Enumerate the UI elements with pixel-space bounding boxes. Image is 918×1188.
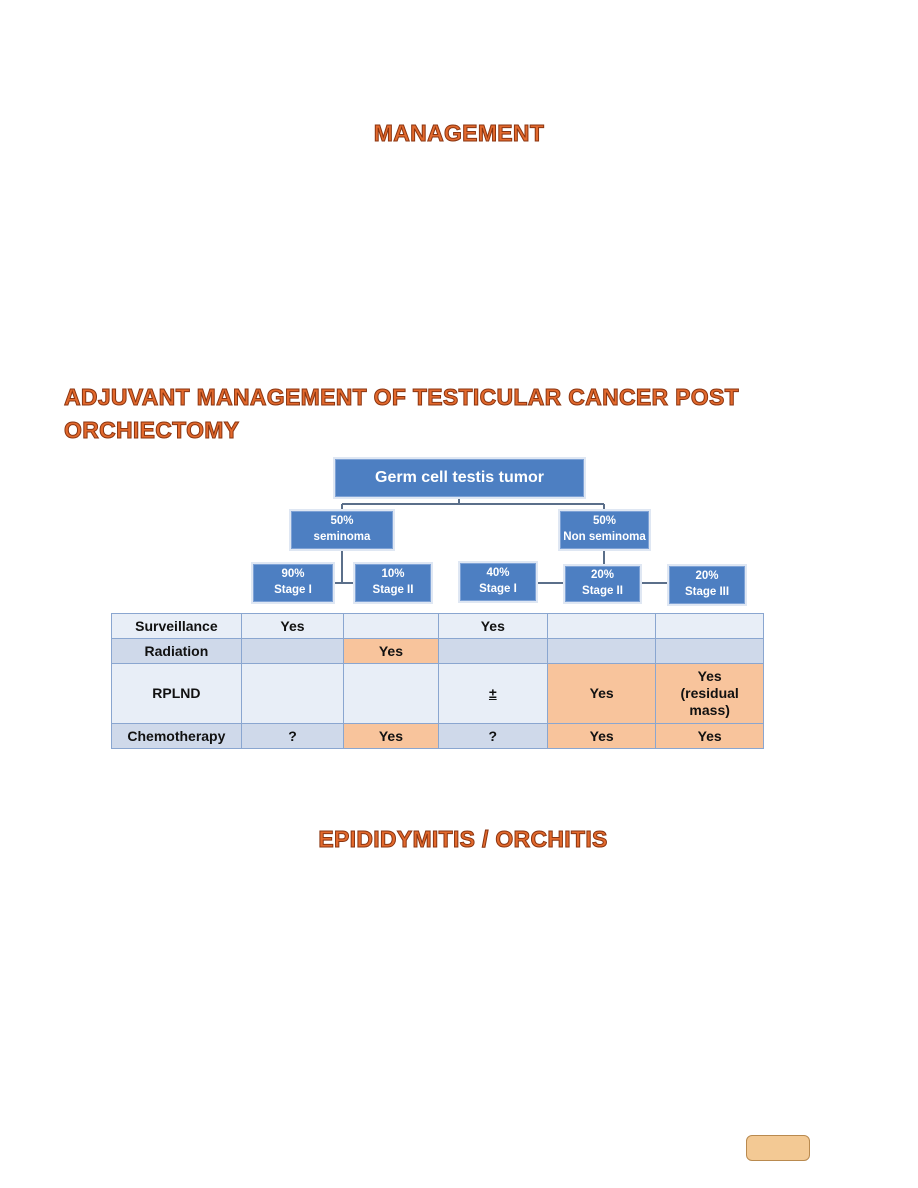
table-cell: Yes [240,613,345,639]
nonseminoma-stage1-box: 40% Stage I [458,561,538,603]
nonseminoma-stage1-pct: 40% [486,567,510,580]
table-cell-highlighted: Yes [546,663,657,724]
seminoma-stage2-pct: 10% [381,568,405,581]
management-heading: MANAGEMENT [373,120,545,147]
table-cell [343,613,439,639]
table-cell-highlighted: Yes (residual mass) [655,663,764,724]
row-label: RPLND [111,663,242,724]
table-cell: ± [437,663,548,724]
seminoma-stage1-box: 90% Stage I [251,562,335,604]
seminoma-pct: 50% [330,515,354,528]
table-cell [437,638,548,664]
seminoma-stage2-box: 10% Stage II [353,562,433,604]
table-row-surveillance: Surveillance Yes Yes [111,613,764,639]
nonseminoma-stage2-label: Stage II [582,585,623,597]
germ-cell-tumor-label: Germ cell testis tumor [375,469,544,487]
nonseminoma-box: 50% Non seminoma [558,509,651,551]
table-cell-highlighted: Yes [546,723,657,749]
table-cell [546,613,657,639]
nonseminoma-stage3-box: 20% Stage III [667,564,747,606]
row-label: Surveillance [111,613,242,639]
adjuvant-management-table: Surveillance Yes Yes Radiation Yes RPLND… [111,613,764,749]
table-row-rplnd: RPLND ± Yes Yes (residual mass) [111,663,764,724]
nonseminoma-stage2-box: 20% Stage II [563,564,642,604]
table-cell [240,638,345,664]
epididymitis-orchitis-heading: EPIDIDYMITIS / ORCHITIS [318,826,608,853]
germ-cell-tumor-box: Germ cell testis tumor [333,457,586,499]
nonseminoma-stage3-label: Stage III [684,586,730,598]
table-cell [343,663,439,724]
nonseminoma-label: Non seminoma [563,531,646,543]
nonseminoma-stage2-pct: 20% [590,569,615,582]
table-cell-highlighted: Yes [343,723,439,749]
table-cell [240,663,345,724]
nonseminoma-stage3-pct: 20% [695,570,719,583]
adjuvant-management-heading: ADJUVANT MANAGEMENT OF TESTICULAR CANCER… [63,381,864,447]
table-cell [546,638,657,664]
seminoma-stage1-label: Stage I [274,584,312,596]
table-cell: ? [437,723,548,749]
seminoma-stage2-label: Stage II [372,584,414,596]
page-number-tab [746,1135,810,1161]
plus-minus-value: ± [488,685,497,701]
row-label: Radiation [111,638,242,664]
table-cell [655,638,764,664]
table-cell-highlighted: Yes [655,723,764,749]
table-row-chemotherapy: Chemotherapy ? Yes ? Yes Yes [111,723,764,749]
adjuvant-heading-line1: ADJUVANT MANAGEMENT OF TESTICULAR CANCER… [64,384,740,411]
seminoma-box: 50% seminoma [289,509,395,551]
seminoma-stage1-pct: 90% [281,568,305,581]
nonseminoma-stage1-label: Stage I [479,583,517,595]
nonseminoma-pct: 50% [592,515,617,528]
table-cell: Yes [437,613,548,639]
seminoma-label: seminoma [313,531,371,543]
table-cell-highlighted: Yes [343,638,439,664]
table-cell [655,613,764,639]
table-cell: ? [240,723,345,749]
adjuvant-heading-line2: ORCHIECTOMY [63,417,240,444]
row-label: Chemotherapy [111,723,242,749]
table-row-radiation: Radiation Yes [111,638,764,664]
